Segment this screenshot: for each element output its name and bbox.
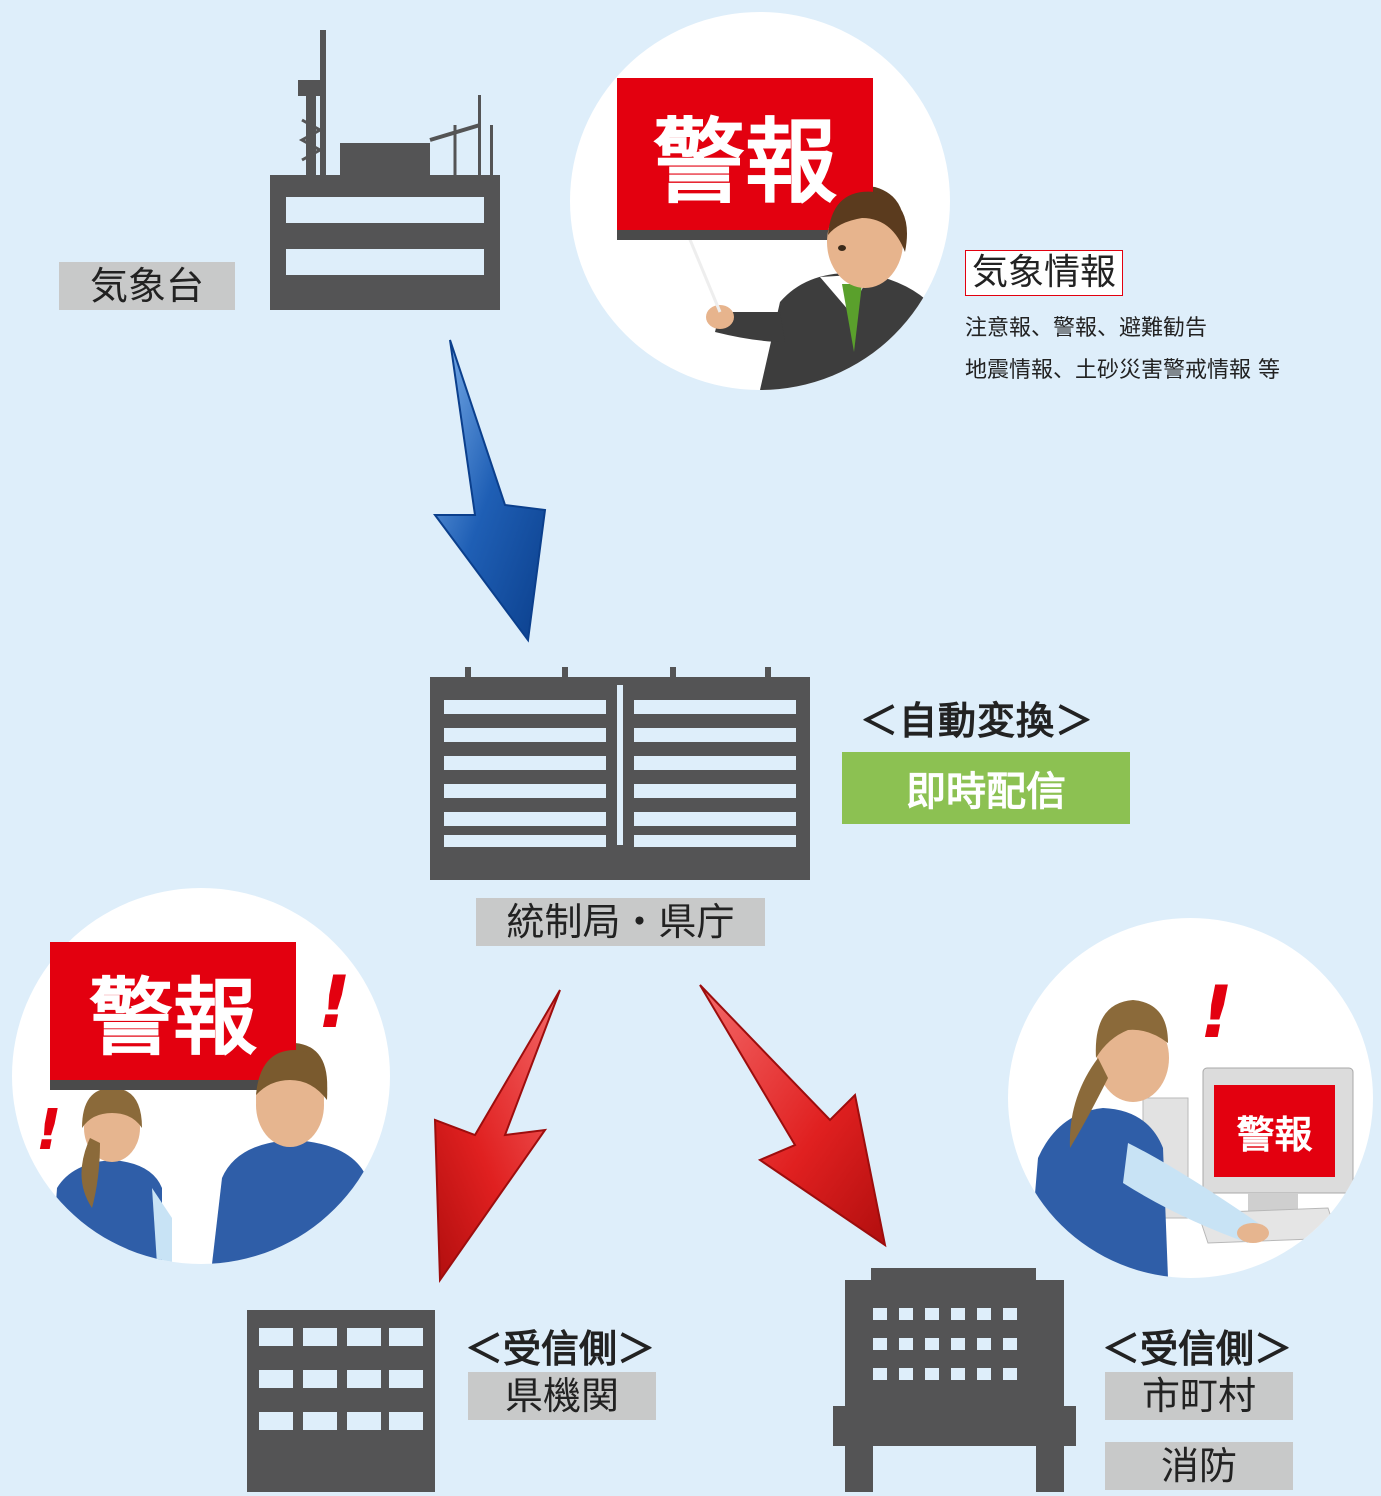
receiver-left-side-label: ＜受信側＞ <box>465 1327 656 1371</box>
receiver-right-side-label: ＜受信側＞ <box>1102 1327 1293 1371</box>
red-arrow-left <box>433 989 561 1284</box>
receiver-right-name-2: 消防 <box>1105 1442 1293 1490</box>
weather-info-line2: 地震情報、土砂災害警戒情報 等 <box>965 358 1280 383</box>
alert-board-left-text: 警報 <box>88 968 257 1067</box>
blue-down-arrow <box>433 339 547 643</box>
weather-station-label: 気象台 <box>59 262 235 310</box>
weather-info-heading: 気象情報 <box>965 250 1124 296</box>
control-center-building <box>430 665 810 880</box>
municipality-building <box>833 1268 1076 1492</box>
weather-station-building <box>250 25 510 315</box>
alert-board-top-text: 警報 <box>652 108 837 216</box>
receiver-left-name: 県機関 <box>468 1372 656 1420</box>
control-center-label: 統制局・県庁 <box>476 898 765 946</box>
alert-board-top: 警報 <box>617 78 873 240</box>
weather-info-heading-text: 気象情報 <box>972 252 1117 293</box>
exclaim-left-1: ! <box>318 960 351 1044</box>
exclaim-right: ! <box>1200 970 1233 1054</box>
weather-info-line1: 注意報、警報、避難勧告 <box>965 316 1208 341</box>
man-head <box>256 1050 328 1147</box>
instant-delivery-text: 即時配信 <box>906 769 1066 815</box>
pc-screen: 警報 <box>1214 1085 1335 1177</box>
receiver-right-name-1: 市町村 <box>1105 1372 1293 1420</box>
alert-board-left: 警報 <box>50 942 296 1090</box>
red-arrow-right <box>699 984 887 1248</box>
pc-screen-text: 警報 <box>1236 1112 1313 1157</box>
prefecture-agency-building <box>247 1310 435 1492</box>
instant-delivery-badge: 即時配信 <box>842 752 1130 824</box>
auto-convert-label: ＜自動変換＞ <box>860 699 1095 743</box>
presenter-head <box>827 191 907 288</box>
exclaim-left-2: ! <box>36 1098 62 1163</box>
